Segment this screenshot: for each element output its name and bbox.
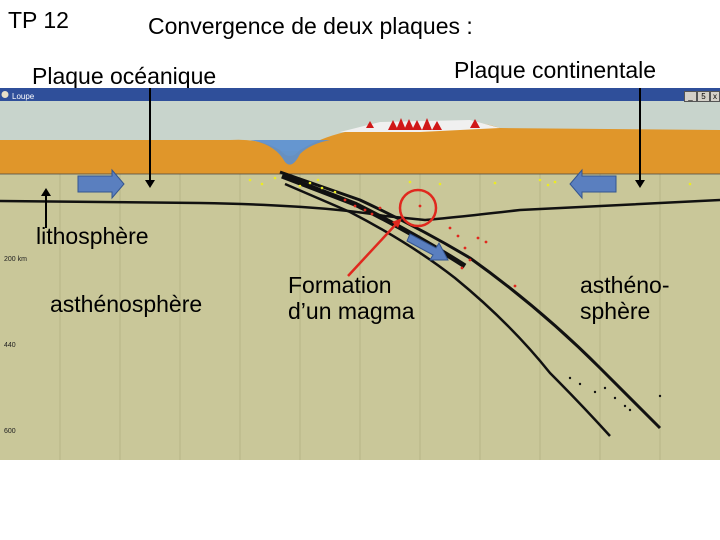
oceanic-trench <box>250 140 330 165</box>
oceanic-plate-label: Plaque océanique <box>32 63 217 89</box>
earthquake-dots-intermediate <box>343 198 517 288</box>
magma-leader-head <box>392 218 402 228</box>
page-title: Convergence de deux plaques : <box>148 13 473 39</box>
continental-plate-label: Plaque continentale <box>454 57 657 83</box>
subduction-arrow <box>406 233 449 261</box>
oceanic-motion-arrow <box>77 168 125 200</box>
depth-label-200: 200 km <box>4 256 27 263</box>
magma-zone-circle <box>398 188 438 228</box>
asthenosphere-left-label: asthénosphère <box>50 291 203 317</box>
earthquake-dots-shallow <box>248 176 692 194</box>
window-restore-button[interactable]: 5 <box>697 91 710 102</box>
lithosphere-label: lithosphère <box>36 223 149 249</box>
magma-leader <box>347 221 399 277</box>
window-close-button[interactable]: x <box>710 91 720 102</box>
volcano-group <box>366 118 480 130</box>
continental-plate-leader-head <box>635 180 645 188</box>
crust-layer <box>0 120 720 174</box>
window-titlebar <box>0 88 720 101</box>
magma-formation-label: Formation d’un magma <box>288 272 415 325</box>
lithosphere-leader-head <box>41 188 51 196</box>
oceanic-plate-leader-head <box>145 180 155 188</box>
depth-label-600: 600 <box>4 428 16 435</box>
continental-motion-arrow <box>569 168 617 200</box>
window-title: Loupe <box>12 92 35 101</box>
subduction-simulation <box>0 88 720 460</box>
slab-upper-band <box>281 173 467 269</box>
earthquake-dots-deep <box>568 376 662 412</box>
window-minimize-button[interactable]: _ <box>684 91 697 102</box>
depth-label-440: 440 <box>4 342 16 349</box>
tp-label: TP 12 <box>8 7 69 33</box>
slab-bottom-line <box>284 182 611 437</box>
window-app-icon <box>1 91 9 98</box>
asthenosphere-right-label: asthéno-sphère <box>580 272 670 325</box>
